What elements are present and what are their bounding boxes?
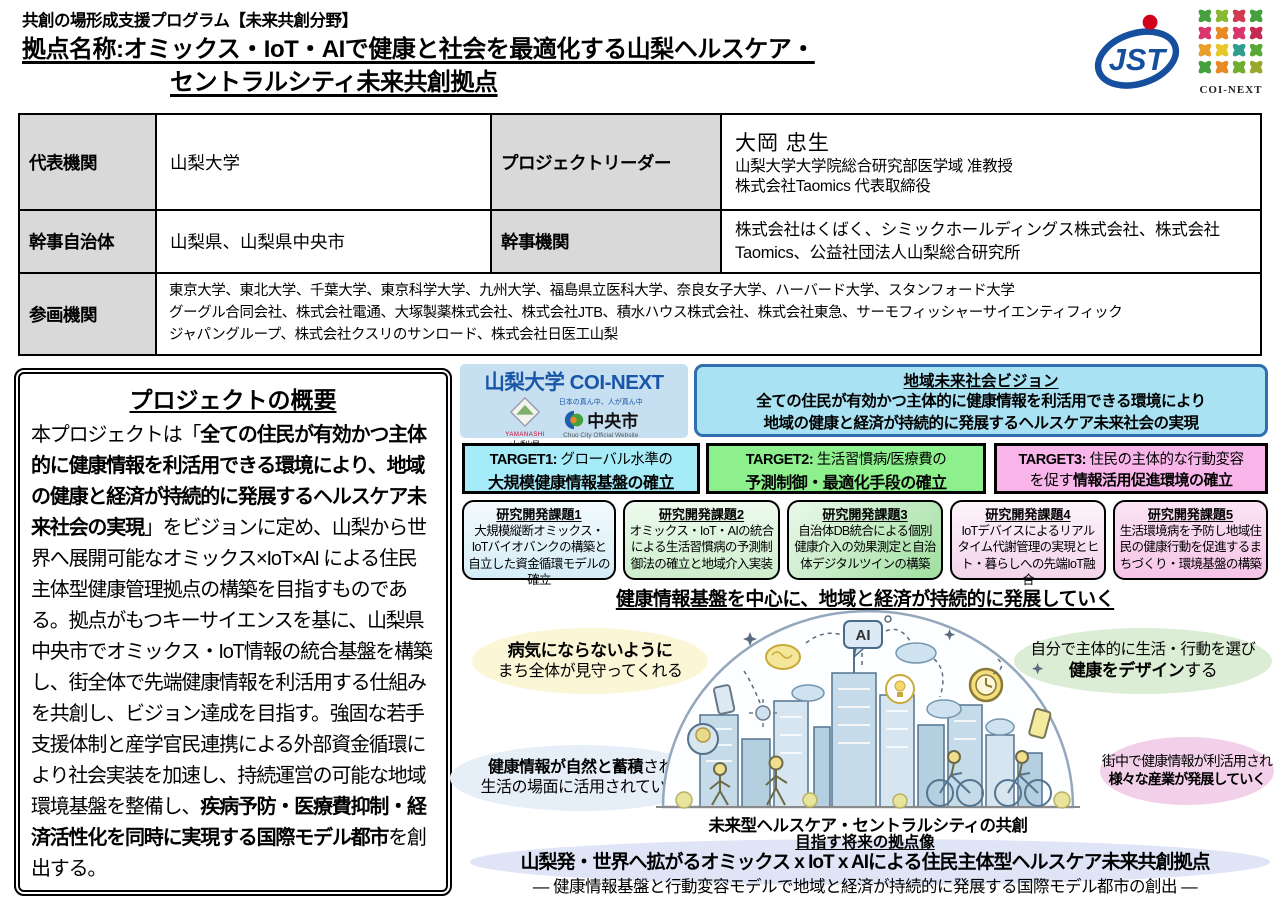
chuo-city-logo: 日本の真ん中、人が真ん中 中央市 Chuo City Official Webs… [559,397,643,439]
page-title-line2: セントラルシティ未来共創拠点 [170,69,498,96]
coi-next-logo: COI-NEXT [1192,6,1270,98]
chuo-city-label: 中央市 [587,412,639,431]
rd-theme2-title: 研究開発課題2 [658,507,745,522]
middle-heading: 健康情報基盤を中心に、地域と経済が持続的に発展していく [615,589,1115,610]
table-value-lead-org: 株式会社はくばく、シミックホールディングス株式会社、株式会社Taomics、公益… [722,211,1260,274]
yamanashi-pref-mark-icon [509,396,541,428]
rd-theme3-title: 研究開発課題3 [822,507,908,522]
bubble-design-health: 自分で主体的に生活・行動を選び 健康をデザインする [1014,628,1272,694]
project-overview-panel: プロジェクトの概要 本プロジェクトは「全ての住民が有効かつ主体的に健康情報を利活… [14,368,452,896]
bubble-industry-growth: 街中で健康情報が利活用され 様々な産業が発展していく [1100,737,1274,805]
overview-segment: を創出する。 [31,827,427,880]
rd-theme3-box: 研究開発課題3 自治体DB統合による個別健康介入の効果測定と自治体デジタルツイン… [787,500,943,580]
rd-theme5-title: 研究開発課題5 [1147,507,1234,522]
rd-theme2-box: 研究開発課題2 オミックス・IoT・AIの統合による生活習慣病の予測制御法の確立… [623,500,780,580]
overview-segment: 本プロジェクトは「 [31,424,201,446]
rd-theme5-box: 研究開発課題5 生活環境病を予防し地域住民の健康行動を促進するまちづくり・環境基… [1113,500,1268,580]
future-goal-line1: 山梨発・世界へ拡がるオミックス x IoT x AIによる住民主体型ヘルスケア未… [520,852,1211,873]
bubble-watch-over: 病気にならないように まち全体が見守ってくれる [472,628,708,694]
future-goal-ellipse [470,839,1270,885]
program-name: 共創の場形成支援プログラム【未来共創分野】 [22,12,358,30]
chuo-city-mark-icon [565,410,584,429]
leader-title-2: 株式会社Taomics 代表取締役 [735,178,931,195]
target1-box: TARGET1: グローバル水準の 大規模健康情報基盤の確立 [462,443,700,494]
overview-segment-bold: 疾病予防・医療費抑制・経済活性化を同時に実現する国際モデル都市 [31,796,427,849]
target3-box: TARGET3: 住民の主体的な行動変容 を促す情報活用促進環境の確立 [994,443,1268,494]
overview-segment-bold: 全ての住民が有効かつ主体的に健康情報を利活用できる環境により、地域の健康と経済が… [31,424,427,539]
rd-theme4-body: IoTデバイスによるリアルタイム代謝管理の実現とヒト・暮らしへの先端IoT融合 [957,524,1099,587]
vision-title: 地域未来社会ビジョン [903,373,1059,390]
future-goal-title: 目指す将来の拠点像 [795,834,935,851]
leader-title-1: 山梨大学大学院総合研究部医学域 准教授 [735,157,1013,175]
rd-theme1-box: 研究開発課題1 大規模縦断オミックス・IoTバイオバンクの構築と自立した資金循環… [462,500,616,587]
table-value-lead-municipality: 山梨県、山梨県中央市 [157,211,492,274]
ai-bubble-icon: AI [843,620,883,660]
rd-theme2-body: オミックス・IoT・AIの統合による生活習慣病の予測制御法の確立と地域介入実装 [629,524,775,571]
rd-theme4-box: 研究開発課題4 IoTデバイスによるリアルタイム代謝管理の実現とヒト・暮らしへの… [950,500,1106,587]
coi-next-logo-text: COI-NEXT [1199,84,1263,96]
bubble-line: 街中で健康情報が利活用され [1101,753,1273,770]
rd-theme1-title: 研究開発課題1 [496,507,582,522]
table-value-participants: 東京大学、東北大学、千葉大学、東京科学大学、九州大学、福島県立医科大学、奈良女子… [157,274,1260,354]
university-coi-next-title: 山梨大学 COI-NEXT [484,371,664,394]
target2-line2-bold: 予測制御・最適化手段の確立 [745,475,947,492]
target2-box: TARGET2: 生活習慣病/医療費の 予測制御・最適化手段の確立 [706,443,986,494]
overview-segment: 」をビジョンに定め、山梨から世界へ展開可能なオミックス×IoT×AI による住民… [31,517,433,818]
participants-line: 東京大学、東北大学、千葉大学、東京科学大学、九州大学、福島県立医科大学、奈良女子… [169,283,1015,300]
info-table: 代表機関 山梨大学 プロジェクトリーダー 大岡 忠生 山梨大学大学院総合研究部医… [18,113,1262,356]
bubble-line: 病気にならないように [507,640,673,660]
dome-caption: 未来型ヘルスケア・セントラルシティの共創 [708,817,1028,835]
target3-line2-pre: を促す [1029,472,1073,489]
bubble-line-rest: する [1184,661,1218,681]
table-value-representative-org: 山梨大学 [157,115,492,211]
table-label-project-leader: プロジェクトリーダー [492,115,722,211]
rd-theme3-body: 自治体DB統合による個別健康介入の効果測定と自治体デジタルツインの構築 [794,524,936,571]
jst-logo-icon: JST [1094,14,1180,89]
regional-future-vision-box: 地域未来社会ビジョン 全ての住民が有効かつ主体的に健康情報を利活用できる環境によ… [694,364,1268,437]
table-value-project-leader: 大岡 忠生 山梨大学大学院総合研究部医学域 准教授 株式会社Taomics 代表… [722,115,1260,211]
participants-line: グーグル合同会社、株式会社電通、大塚製薬株式会社、株式会社JTB、積水ハウス株式… [169,305,1123,322]
ai-label: AI [856,627,871,644]
target2-label: TARGET2: [745,452,814,468]
bubble-line: まち全体が見守ってくれる [497,662,683,680]
target3-line2-bold: 情報活用促進環境の確立 [1073,472,1233,489]
rd-theme5-body: 生活環境病を予防し地域住民の健康行動を促進するまちづくり・環境基盤の構築 [1119,524,1262,571]
rd-theme1-body: 大規模縦断オミックス・IoTバイオバンクの構築と自立した資金循環モデルの確立 [468,524,610,587]
table-label-representative-org: 代表機関 [20,115,157,211]
target1-rest: グローバル水準の [557,452,673,468]
chuo-city-tagline: 日本の真ん中、人が真ん中 [558,399,643,406]
jst-logo-text: JST [1109,42,1168,77]
chuo-city-site-label: Chuo City Official Website [563,432,639,439]
coi-next-flower-icon [1198,9,1263,74]
vision-line-1: 全ての住民が有効かつ主体的に健康情報を利活用できる環境により [756,393,1206,410]
target2-rest: 生活習慣病/医療費の [813,452,947,468]
bubble-line: 様々な産業が発展していく [1108,771,1267,787]
participants-line: ジャパングループ、株式会社クスリのサンロード、株式会社日医工山梨 [169,326,618,343]
table-label-lead-municipality: 幹事自治体 [20,211,157,274]
page-title-line1: 拠点名称:オミックス・IoT・AIで健康と社会を最適化する山梨ヘルスケア・ [22,36,815,63]
bubble-line: 自分で主体的に生活・行動を選び [1030,641,1256,659]
overview-body: 本プロジェクトは「全ての住民が有効かつ主体的に健康情報を利活用できる環境により、… [31,420,435,885]
vision-line-2: 地域の健康と経済が持続的に発展するヘルスケア未来社会の実現 [763,414,1199,432]
overview-title: プロジェクトの概要 [129,387,337,413]
future-city-illustration: AI [656,609,1080,809]
bubble-line-bold: 健康をデザイン [1068,661,1185,681]
target3-rest: 住民の主体的な行動変容 [1085,452,1244,468]
target3-label: TARGET3: [1018,452,1087,468]
university-coi-next-band: 山梨大学 COI-NEXT YAMANASHI 山梨県 日本の真ん中、人が真ん中 [460,364,688,452]
yamanashi-pref-en-label: YAMANASHI [505,432,545,438]
leader-name: 大岡 忠生 [735,131,830,155]
rd-theme4-title: 研究開発課題4 [985,507,1071,522]
target1-label: TARGET1: [489,452,558,468]
future-goal-line2: ― 健康情報基盤と行動変容モデルで地域と経済が持続的に発展する国際モデル都市の創… [532,878,1198,896]
target1-line2-bold: 大規模健康情報基盤の確立 [487,475,675,492]
table-label-lead-org: 幹事機関 [492,211,722,274]
table-label-participants: 参画機関 [20,274,157,354]
bubble-line: 生活の場面に活用されていく [480,779,682,796]
bubble-line-bold: 健康情報が自然と蓄積 [487,758,644,776]
